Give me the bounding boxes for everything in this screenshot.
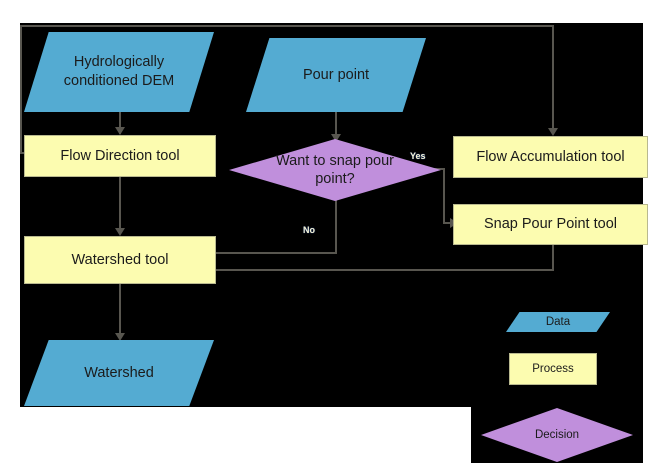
connector-watershedtool-to-watershed bbox=[119, 284, 121, 336]
connector-flowdirection-to-watershedtool bbox=[119, 177, 121, 231]
node-label: Flow Direction tool bbox=[60, 147, 180, 164]
node-watershed-output[interactable]: Watershed bbox=[24, 340, 214, 406]
data-shape-fill bbox=[246, 38, 426, 112]
data-shape-fill bbox=[24, 340, 214, 406]
arrowhead-watershedtool-to-watershed bbox=[115, 333, 125, 341]
node-want-to-snap-decision[interactable]: Want to snap pour point? bbox=[229, 139, 441, 201]
arrowhead-to-flowaccumulation bbox=[548, 128, 558, 136]
node-label: Watershed tool bbox=[71, 251, 169, 268]
arrowhead-pourpoint-to-decision bbox=[331, 134, 341, 142]
legend-label-decision: Decision bbox=[534, 428, 580, 441]
node-label: Flow Accumulation tool bbox=[476, 148, 625, 165]
arrowhead-flowdirection-to-watershedtool bbox=[115, 228, 125, 236]
node-label: Want to snap pour point? bbox=[276, 152, 394, 187]
connector-snap-down bbox=[552, 245, 554, 271]
node-flow-direction-tool[interactable]: Flow Direction tool bbox=[24, 135, 216, 177]
node-label: Watershed bbox=[84, 364, 154, 381]
node-pour-point[interactable]: Pour point bbox=[246, 38, 426, 112]
node-hydrologically-conditioned-dem[interactable]: Hydrologically conditioned DEM bbox=[24, 32, 214, 112]
connector-pourpoint-to-decision bbox=[335, 112, 337, 141]
legend-item-process: Process bbox=[509, 353, 597, 385]
data-shape-fill bbox=[24, 32, 214, 112]
legend-item-decision: Decision bbox=[481, 408, 633, 462]
connector-snap-left bbox=[128, 269, 554, 271]
connector-down-to-flowaccumulation bbox=[552, 25, 554, 130]
node-label: Hydrologically conditioned DEM bbox=[63, 54, 175, 89]
node-flow-accumulation-tool[interactable]: Flow Accumulation tool bbox=[453, 136, 648, 178]
node-snap-pour-point-tool[interactable]: Snap Pour Point tool bbox=[453, 204, 648, 245]
connector-flowdirection-up bbox=[20, 25, 22, 153]
node-label: Pour point bbox=[302, 66, 370, 83]
node-label: Snap Pour Point tool bbox=[483, 216, 617, 233]
connector-no-down bbox=[335, 200, 337, 254]
node-watershed-tool[interactable]: Watershed tool bbox=[24, 236, 216, 284]
legend-item-data: Data bbox=[506, 312, 610, 332]
connector-no-left bbox=[128, 252, 337, 254]
legend-label-process: Process bbox=[532, 362, 574, 375]
connector-top-rail bbox=[20, 25, 554, 27]
data-shape-fill bbox=[506, 312, 610, 332]
branch-label-no: No bbox=[303, 225, 315, 235]
arrowhead-dem-to-flowdirection bbox=[115, 127, 125, 135]
branch-label-yes: Yes bbox=[410, 151, 426, 161]
legend-label-data: Data bbox=[545, 315, 571, 328]
connector-dem-to-flowdirection bbox=[119, 112, 121, 134]
connector-yes-down bbox=[443, 168, 445, 222]
connector-yes-into-snap bbox=[443, 222, 453, 224]
